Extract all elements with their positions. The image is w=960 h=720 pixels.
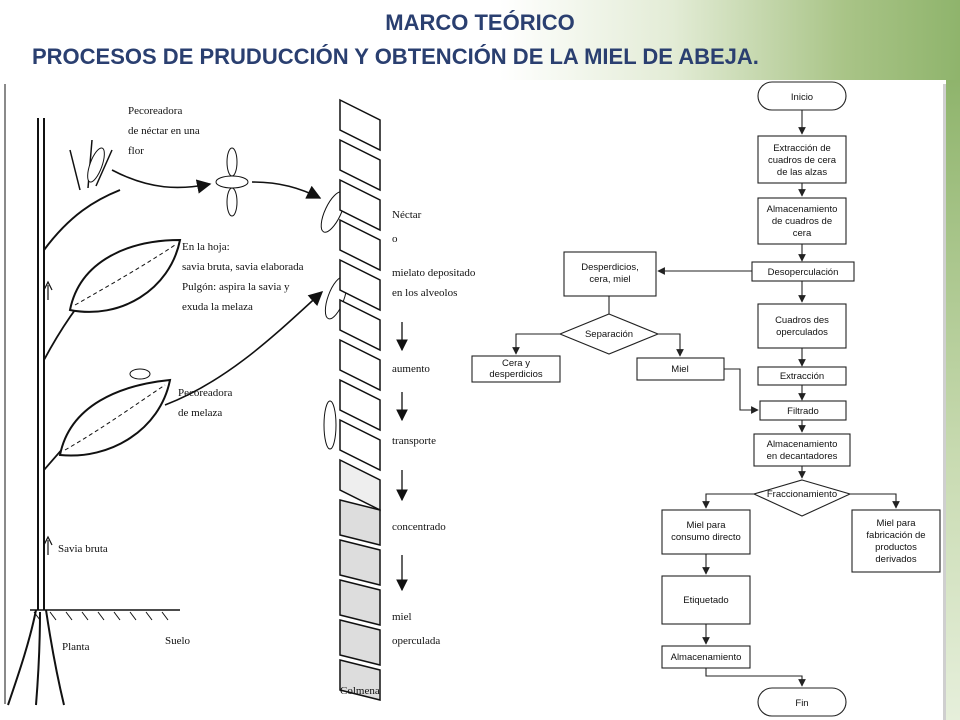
label-or: o — [392, 233, 398, 245]
flow-labeling — [661, 575, 751, 625]
label-leaf-4: exuda la melaza — [182, 301, 253, 313]
label-plant: Planta — [62, 641, 90, 653]
flow-derived-products-2: fabricación de — [866, 530, 925, 541]
flow-extraction-frames-3: de las alzas — [777, 167, 827, 178]
flow-start-label: Inicio — [791, 92, 813, 103]
flow-wax-waste-1: Cera y — [502, 358, 530, 369]
flow-derived-products-3: productos — [875, 542, 917, 553]
flow-extraction — [757, 366, 847, 386]
flow-uncapping — [751, 261, 855, 282]
label-leaf-1: En la hoja: — [182, 241, 230, 253]
hive-comb — [339, 98, 381, 701]
flow-direct-consumption-1: Miel para — [686, 520, 726, 531]
label-raw-sap: Savia bruta — [58, 543, 108, 555]
flow-end-label: Fin — [795, 698, 808, 709]
flow-filtering-label: Filtrado — [787, 406, 819, 417]
frame-right-border — [943, 84, 946, 720]
flow-uncapped-frames-1: Cuadros des — [775, 315, 829, 326]
flow-honey-label: Miel — [671, 364, 688, 375]
flow-derived-products-1: Miel para — [876, 518, 916, 529]
flow-storage-decanters — [753, 433, 851, 467]
label-transport: transporte — [392, 435, 436, 447]
flow-storage-frames-1: Almacenamiento — [767, 204, 838, 215]
label-leaf-3: Pulgón: aspira la savia y — [182, 281, 290, 293]
flow-separation-label: Separación — [585, 329, 633, 340]
label-forager-honeydew-2: de melaza — [178, 407, 222, 419]
flow-uncapping-label: Desoperculación — [768, 267, 839, 278]
label-increase: aumento — [392, 363, 430, 375]
label-capped-1: miel — [392, 611, 412, 623]
flow-direct-consumption-2: consumo directo — [671, 532, 741, 543]
flow-uncapped-frames-2: operculados — [776, 327, 828, 338]
flow-waste-1: Desperdicios, — [581, 262, 639, 273]
flow-storage-decanters-2: en decantadores — [767, 451, 838, 462]
flow-labeling-label: Etiquetado — [683, 595, 728, 606]
label-forager-honeydew: Pecoreadora — [178, 387, 232, 399]
page-title: MARCO TEÓRICO — [385, 10, 575, 35]
flow-derived-products-4: derivados — [875, 554, 916, 565]
label-capped-2: operculada — [392, 635, 440, 647]
flow-direct-consumption — [661, 509, 751, 555]
flow-waste — [563, 251, 657, 297]
flow-storage — [661, 645, 751, 669]
flow-extraction-frames — [757, 135, 847, 184]
flow-storage-frames-2: de cuadros de — [772, 216, 832, 227]
flow-storage-label: Almacenamiento — [671, 652, 742, 663]
page-subtitle: PROCESOS DE PRUDUCCIÓN Y OBTENCIÓN DE LA… — [32, 44, 759, 69]
flow-extraction-label: Extracción — [780, 371, 824, 382]
label-forager-nectar-2: de néctar en una — [128, 125, 200, 137]
flow-waste-2: cera, miel — [589, 274, 630, 285]
label-hive: Colmena — [340, 685, 380, 697]
label-soil: Suelo — [165, 635, 191, 647]
flow-fractioning — [752, 479, 852, 517]
flow-fractioning-label: Fraccionamiento — [767, 489, 837, 500]
flow-storage-frames — [757, 197, 847, 245]
frame-left-border — [4, 84, 6, 704]
flow-extraction-frames-1: Extracción de — [773, 143, 831, 154]
flow-extraction-frames-2: cuadros de cera — [768, 155, 837, 166]
flow-uncapped-frames — [757, 303, 847, 349]
flow-separation — [558, 313, 660, 355]
label-forager-nectar: Pecoreadora — [128, 105, 182, 117]
bee-icon — [87, 147, 249, 380]
flow-end — [757, 687, 847, 717]
frame-right-accent — [946, 80, 960, 720]
flow-start — [757, 81, 847, 111]
flow-filtering — [759, 400, 847, 421]
flow-derived-products — [851, 509, 941, 573]
flow-storage-frames-3: cera — [793, 228, 812, 239]
label-concentrated: concentrado — [392, 521, 446, 533]
header-band: MARCO TEÓRICO PROCESOS DE PRUDUCCIÓN Y O… — [0, 0, 960, 80]
flow-storage-decanters-1: Almacenamiento — [767, 439, 838, 450]
label-honeydew-2: en los alveolos — [392, 287, 457, 299]
flow-wax-waste — [471, 355, 561, 383]
plant-illustration — [7, 118, 182, 706]
label-leaf-2: savia bruta, savia elaborada — [182, 261, 304, 273]
label-nectar: Néctar — [392, 209, 422, 221]
label-forager-nectar-3: flor — [128, 145, 144, 157]
label-honeydew-1: mielato depositado — [392, 267, 476, 279]
flow-honey — [636, 357, 725, 381]
flow-wax-waste-2: desperdicios — [489, 369, 543, 380]
flowchart: Inicio Extracción de cuadros de cera de … — [471, 81, 941, 717]
